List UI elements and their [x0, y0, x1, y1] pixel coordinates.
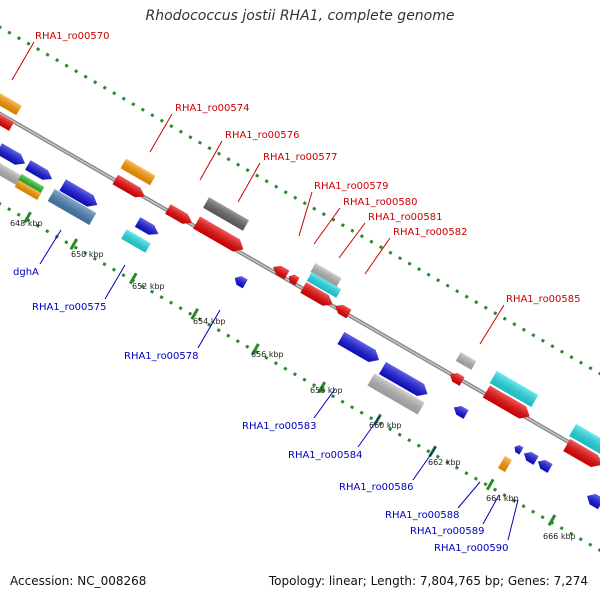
scale-label: 652 kbp	[132, 282, 165, 291]
scale-label: 648 kbp	[10, 219, 43, 228]
gene-feature[interactable]	[455, 352, 477, 370]
label-leader-line	[197, 309, 221, 349]
gene-label-reverse[interactable]: RHA1_ro00586	[339, 482, 414, 493]
upper-tick-track	[0, 25, 600, 376]
label-leader-line	[199, 140, 223, 181]
gene-feature[interactable]	[232, 274, 248, 289]
label-leader-line	[11, 41, 35, 81]
scale-label: 666 kbp	[543, 532, 576, 541]
gene-feature[interactable]	[25, 160, 55, 184]
gene-feature[interactable]	[367, 373, 425, 415]
scale-tick	[251, 343, 260, 355]
scale-label: 654 kbp	[193, 317, 226, 326]
label-leader-line	[507, 499, 519, 541]
gene-feature[interactable]	[378, 361, 431, 400]
label-leader-line	[479, 304, 505, 345]
gene-feature[interactable]	[300, 282, 335, 309]
label-leader-line	[104, 264, 126, 300]
gene-feature[interactable]	[271, 263, 290, 280]
map-title: Rhodococcus jostii RHA1, complete genome	[145, 8, 455, 24]
gene-feature[interactable]	[584, 491, 600, 510]
label-leader-line	[338, 222, 366, 259]
gene-label-reverse[interactable]: RHA1_ro00589	[410, 526, 485, 537]
gene-label-reverse[interactable]: RHA1_ro00575	[32, 302, 107, 313]
gene-feature[interactable]	[134, 217, 161, 239]
gene-label-forward[interactable]: RHA1_ro00580	[343, 197, 418, 208]
gene-feature[interactable]	[498, 455, 512, 473]
gene-feature[interactable]	[14, 180, 42, 200]
gene-label-forward[interactable]: RHA1_ro00570	[35, 31, 110, 42]
gene-label-reverse[interactable]: RHA1_ro00588	[385, 510, 460, 521]
scale-label: 658 kbp	[310, 386, 343, 395]
gene-feature[interactable]	[447, 370, 465, 386]
gene-feature[interactable]	[121, 229, 151, 253]
gene-feature[interactable]	[489, 370, 539, 408]
gene-feature[interactable]	[306, 272, 342, 298]
gene-feature[interactable]	[521, 449, 539, 465]
gene-label-reverse[interactable]: RHA1_ro00584	[288, 450, 363, 461]
gene-feature[interactable]	[513, 444, 524, 455]
gene-feature[interactable]	[569, 423, 600, 457]
label-leader-line	[457, 481, 481, 509]
gene-feature[interactable]	[59, 179, 100, 210]
gene-label-reverse[interactable]: RHA1_ro00583	[242, 421, 317, 432]
scale-tick	[547, 514, 557, 527]
label-leader-line	[364, 237, 391, 275]
gene-label-forward[interactable]: RHA1_ro00579	[314, 181, 389, 192]
gene-label-forward[interactable]: RHA1_ro00585	[506, 294, 581, 305]
scale-label: 660 kbp	[369, 421, 402, 430]
label-leader-line	[298, 191, 313, 237]
gene-feature[interactable]	[333, 302, 352, 319]
label-leader-line	[482, 494, 500, 525]
gene-feature[interactable]	[112, 174, 148, 202]
gene-label-forward[interactable]: RHA1_ro00577	[263, 152, 338, 163]
scale-tick	[23, 211, 32, 224]
scale-tick	[128, 272, 138, 285]
gene-label-forward[interactable]: RHA1_ro00582	[393, 227, 468, 238]
gene-feature[interactable]	[337, 331, 382, 366]
genome-summary-text: Topology: linear; Length: 7,804,765 bp; …	[268, 574, 588, 588]
gene-label-reverse[interactable]: RHA1_ro00578	[124, 351, 199, 362]
gene-label-forward[interactable]: RHA1_ro00581	[368, 212, 443, 223]
gene-feature[interactable]	[563, 438, 600, 471]
gene-feature[interactable]	[165, 204, 195, 228]
gene-label-forward[interactable]: RHA1_ro00574	[175, 103, 250, 114]
label-leader-line	[412, 446, 437, 481]
label-leader-line	[237, 162, 261, 203]
scale-tick	[69, 238, 79, 251]
gene-label-reverse[interactable]: RHA1_ro00590	[434, 543, 509, 554]
scale-tick	[317, 381, 327, 394]
scale-label: 650 kbp	[71, 250, 104, 259]
scale-label: 662 kbp	[428, 458, 461, 467]
label-leader-line	[39, 229, 62, 265]
label-leader-line	[313, 388, 336, 419]
gene-feature[interactable]	[451, 403, 469, 419]
scale-label: 664 kbp	[486, 494, 519, 503]
gene-feature[interactable]	[0, 143, 28, 168]
label-leader-line	[149, 113, 173, 153]
scale-label: 656 kbp	[251, 350, 284, 359]
accession-text: Accession: NC_008268	[10, 574, 147, 588]
scale-tick	[190, 308, 200, 320]
lower-tick-track	[0, 201, 600, 553]
label-leader-line	[313, 207, 341, 245]
label-leader-line	[357, 415, 381, 448]
gene-feature[interactable]	[0, 111, 15, 131]
gene-feature[interactable]	[47, 188, 97, 226]
gene-feature[interactable]	[203, 197, 249, 231]
gene-feature[interactable]	[120, 158, 156, 186]
gene-label-reverse[interactable]: dghA	[13, 267, 39, 278]
gene-feature[interactable]	[17, 174, 45, 194]
gene-feature[interactable]	[310, 263, 342, 287]
gene-feature[interactable]	[0, 162, 23, 186]
gene-feature[interactable]	[286, 273, 300, 286]
gene-feature[interactable]	[0, 90, 22, 116]
gene-label-forward[interactable]: RHA1_ro00576	[225, 130, 300, 141]
gene-feature[interactable]	[482, 385, 533, 422]
scale-tick	[485, 478, 495, 491]
gene-feature[interactable]	[535, 457, 553, 473]
gene-feature[interactable]	[193, 216, 247, 255]
